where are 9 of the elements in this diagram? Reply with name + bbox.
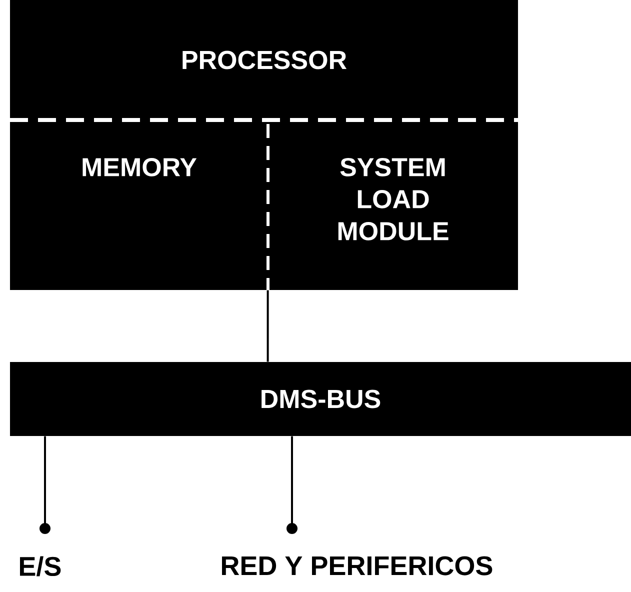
terminal-label: RED Y PERIFERICOS <box>222 556 492 576</box>
connector-line <box>266 290 269 362</box>
bus-bar: DMS-BUS <box>10 362 631 436</box>
connector-line <box>40 436 50 534</box>
processor-block: PROCESSOR <box>10 0 518 120</box>
processor-block: MEMORY <box>10 120 268 290</box>
connector-line <box>286 436 298 534</box>
processor-block: SYSTEM LOAD MODULE <box>268 120 518 290</box>
terminal-label: E/S <box>20 556 61 576</box>
